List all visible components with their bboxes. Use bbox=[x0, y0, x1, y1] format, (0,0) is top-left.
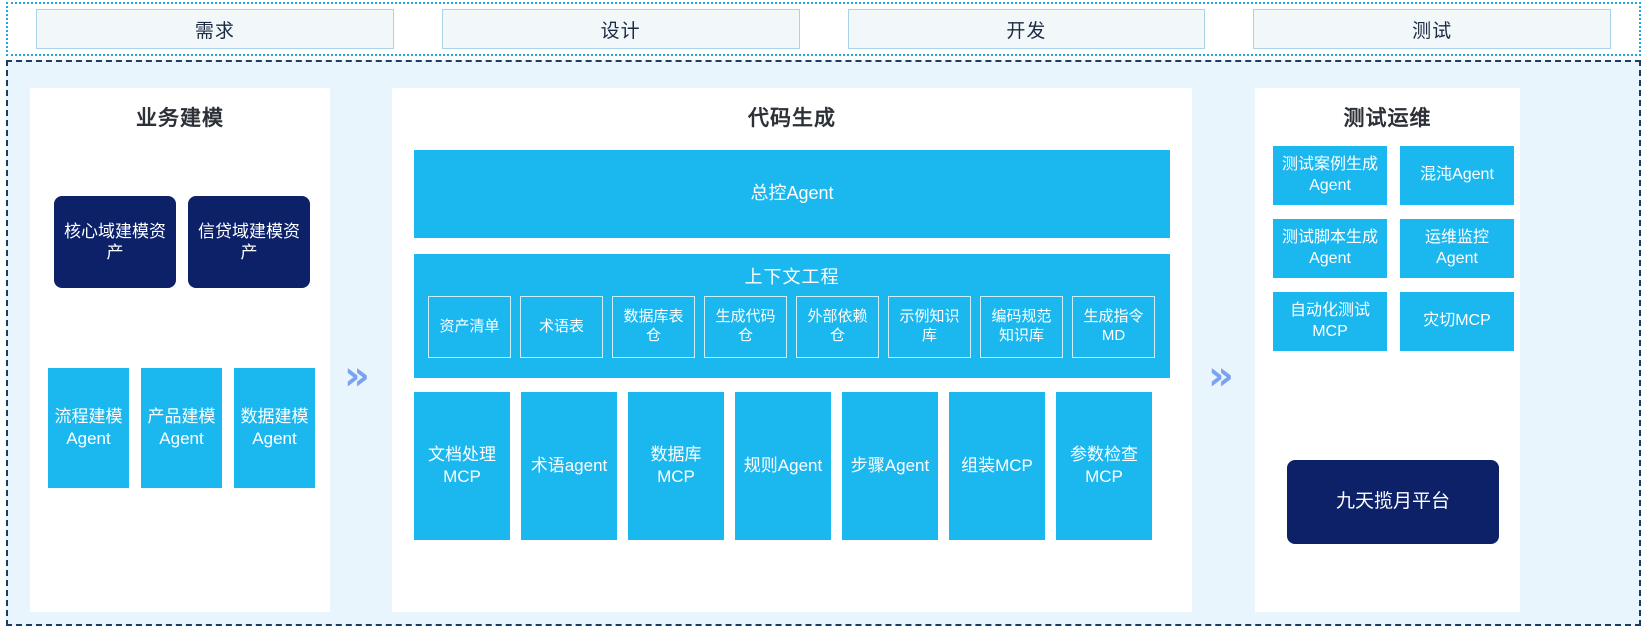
tool-card-glossary-agent[interactable]: 术语agent bbox=[521, 392, 617, 540]
panel-test-operations: 测试运维 测试案例生成Agent 混沌Agent 测试脚本生成Agent 运维监… bbox=[1255, 88, 1520, 612]
context-items-row: 资产清单 术语表 数据库表仓 生成代码仓 外部依赖仓 示例知识库 编码规范知识库… bbox=[428, 296, 1155, 358]
testops-card-test-case-generation-agent[interactable]: 测试案例生成Agent bbox=[1273, 146, 1387, 205]
context-item-glossary[interactable]: 术语表 bbox=[520, 296, 603, 358]
stage-label: 需求 bbox=[194, 20, 235, 42]
stage-requirements[interactable]: 需求 bbox=[36, 9, 394, 49]
agent-card-product-modeling[interactable]: 产品建模Agent bbox=[141, 368, 222, 488]
panel-title-code-generation: 代码生成 bbox=[748, 107, 836, 130]
context-item-asset-inventory[interactable]: 资产清单 bbox=[428, 296, 511, 358]
panel-title-business-modeling: 业务建模 bbox=[136, 107, 224, 130]
test-ops-card-grid: 测试案例生成Agent 混沌Agent 测试脚本生成Agent 运维监控Agen… bbox=[1273, 146, 1514, 351]
business-agent-group: 流程建模Agent 产品建模Agent 数据建模Agent bbox=[48, 368, 315, 488]
stage-design[interactable]: 设计 bbox=[441, 9, 800, 49]
context-engineering-title: 上下文工程 bbox=[744, 267, 840, 287]
context-item-coding-standard-kb[interactable]: 编码规范知识库 bbox=[980, 296, 1063, 358]
stage-label: 设计 bbox=[600, 20, 641, 42]
diagram-body: » » 业务建模 核心域建模资产 信贷域建模资产 流程建模Agent 产品建模A… bbox=[6, 60, 1641, 626]
code-generation-tools-row: 文档处理MCP 术语agent 数据库MCP 规则Agent 步骤Agent 组… bbox=[414, 392, 1152, 540]
panel-title-test-operations: 测试运维 bbox=[1343, 107, 1432, 130]
context-item-generation-instruction-md[interactable]: 生成指令MD bbox=[1072, 296, 1155, 358]
stage-label: 测试 bbox=[1412, 20, 1453, 42]
testops-card-disaster-switch-mcp[interactable]: 灾切MCP bbox=[1400, 292, 1514, 351]
tool-card-rule-agent[interactable]: 规则Agent bbox=[735, 392, 831, 540]
agent-card-data-modeling[interactable]: 数据建模Agent bbox=[234, 368, 315, 488]
master-control-agent-card[interactable]: 总控Agent bbox=[414, 150, 1170, 238]
tool-card-assembly-mcp[interactable]: 组装MCP bbox=[949, 392, 1045, 540]
testops-card-ops-monitoring-agent[interactable]: 运维监控Agent bbox=[1400, 219, 1514, 278]
context-item-generated-code-repo[interactable]: 生成代码仓 bbox=[704, 296, 787, 358]
panel-code-generation: 代码生成 总控Agent 上下文工程 资产清单 术语表 数据库表仓 生成代码仓 … bbox=[392, 88, 1192, 612]
stage-bar: 需求 设计 开发 测试 bbox=[6, 2, 1641, 56]
business-asset-group: 核心域建模资产 信贷域建模资产 bbox=[54, 196, 310, 288]
tool-card-document-processing-mcp[interactable]: 文档处理MCP bbox=[414, 392, 510, 540]
tool-card-step-agent[interactable]: 步骤Agent bbox=[842, 392, 938, 540]
stage-development[interactable]: 开发 bbox=[847, 9, 1206, 49]
testops-card-automated-test-mcp[interactable]: 自动化测试MCP bbox=[1273, 292, 1387, 351]
asset-card-credit-domain[interactable]: 信贷域建模资产 bbox=[188, 196, 310, 288]
chevron-right-1-icon: » bbox=[344, 353, 370, 399]
chevron-right-2-icon: » bbox=[1208, 353, 1234, 399]
testops-card-chaos-agent[interactable]: 混沌Agent bbox=[1400, 146, 1514, 205]
context-item-db-table-repo[interactable]: 数据库表仓 bbox=[612, 296, 695, 358]
asset-card-core-domain[interactable]: 核心域建模资产 bbox=[54, 196, 176, 288]
testops-card-test-script-generation-agent[interactable]: 测试脚本生成Agent bbox=[1273, 219, 1387, 278]
context-item-example-kb[interactable]: 示例知识库 bbox=[888, 296, 971, 358]
context-item-external-dep-repo[interactable]: 外部依赖仓 bbox=[796, 296, 879, 358]
tool-card-parameter-check-mcp[interactable]: 参数检查MCP bbox=[1056, 392, 1152, 540]
stage-testing[interactable]: 测试 bbox=[1253, 9, 1611, 49]
context-engineering-block: 上下文工程 资产清单 术语表 数据库表仓 生成代码仓 外部依赖仓 示例知识库 编… bbox=[414, 254, 1170, 378]
agent-card-process-modeling[interactable]: 流程建模Agent bbox=[48, 368, 129, 488]
tool-card-database-mcp[interactable]: 数据库MCP bbox=[628, 392, 724, 540]
platform-card-jiutian-lanyue[interactable]: 九天揽月平台 bbox=[1287, 460, 1499, 544]
stage-label: 开发 bbox=[1006, 20, 1047, 42]
panel-business-modeling: 业务建模 核心域建模资产 信贷域建模资产 流程建模Agent 产品建模Agent… bbox=[30, 88, 330, 612]
